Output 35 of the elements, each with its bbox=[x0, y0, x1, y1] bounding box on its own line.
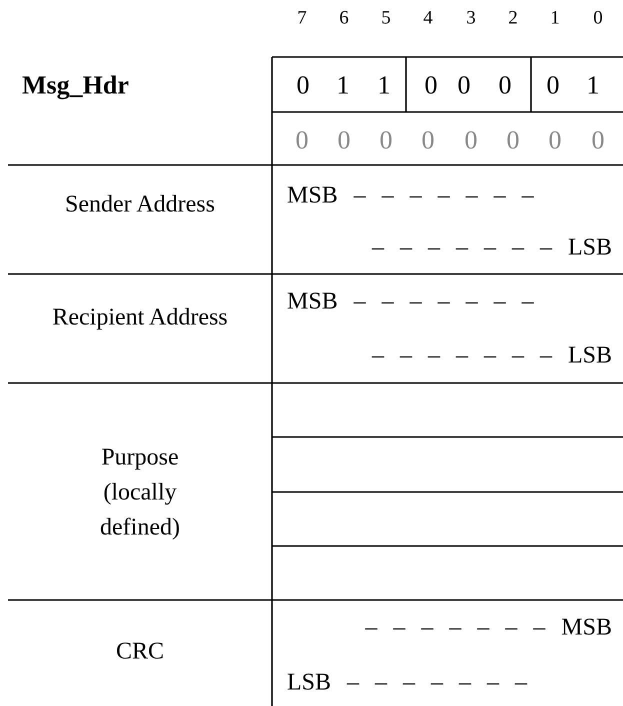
bit-value: 1 bbox=[336, 70, 350, 102]
default-bit-value: 0 bbox=[506, 124, 520, 156]
field-name: Msg_Hdr bbox=[22, 70, 129, 102]
field-name: Purpose (locally defined) bbox=[99, 444, 181, 542]
default-bit-value: 0 bbox=[548, 124, 562, 156]
default-bit-value: 0 bbox=[464, 124, 478, 156]
field-name: CRC bbox=[116, 638, 164, 666]
byte-order-note: – – – – – – – LSB bbox=[372, 342, 612, 370]
field-name: Sender Address bbox=[64, 190, 216, 220]
bit-number: 3 bbox=[466, 6, 476, 30]
byte-order-note: – – – – – – – LSB bbox=[372, 234, 612, 262]
field-name: Recipient Address bbox=[51, 304, 229, 332]
bit-value: 0 bbox=[458, 70, 470, 102]
byte-order-note: MSB – – – – – – – bbox=[287, 182, 534, 210]
default-bit-value: 0 bbox=[380, 124, 392, 156]
default-bit-value: 0 bbox=[422, 124, 434, 156]
bit-number: 4 bbox=[423, 6, 433, 30]
bit-value: 0 bbox=[546, 70, 560, 102]
bit-number: 7 bbox=[297, 6, 307, 30]
bit-value: 0 bbox=[296, 70, 310, 102]
bit-value: 0 bbox=[424, 70, 438, 102]
bit-number: 2 bbox=[508, 6, 518, 30]
bit-value: 0 bbox=[498, 70, 512, 102]
default-bit-value: 0 bbox=[592, 124, 604, 156]
bit-value: 1 bbox=[586, 70, 600, 102]
bit-value: 1 bbox=[378, 70, 390, 102]
bit-number: 1 bbox=[550, 6, 560, 30]
byte-order-note: LSB – – – – – – – bbox=[287, 668, 528, 698]
byte-order-note: MSB – – – – – – – bbox=[287, 288, 534, 316]
bit-number: 0 bbox=[593, 6, 603, 30]
bit-number: 5 bbox=[381, 6, 391, 30]
default-bit-value: 0 bbox=[338, 124, 350, 156]
byte-order-note: – – – – – – – MSB bbox=[365, 614, 612, 642]
default-bit-value: 0 bbox=[296, 124, 308, 156]
bit-number: 6 bbox=[339, 6, 349, 30]
